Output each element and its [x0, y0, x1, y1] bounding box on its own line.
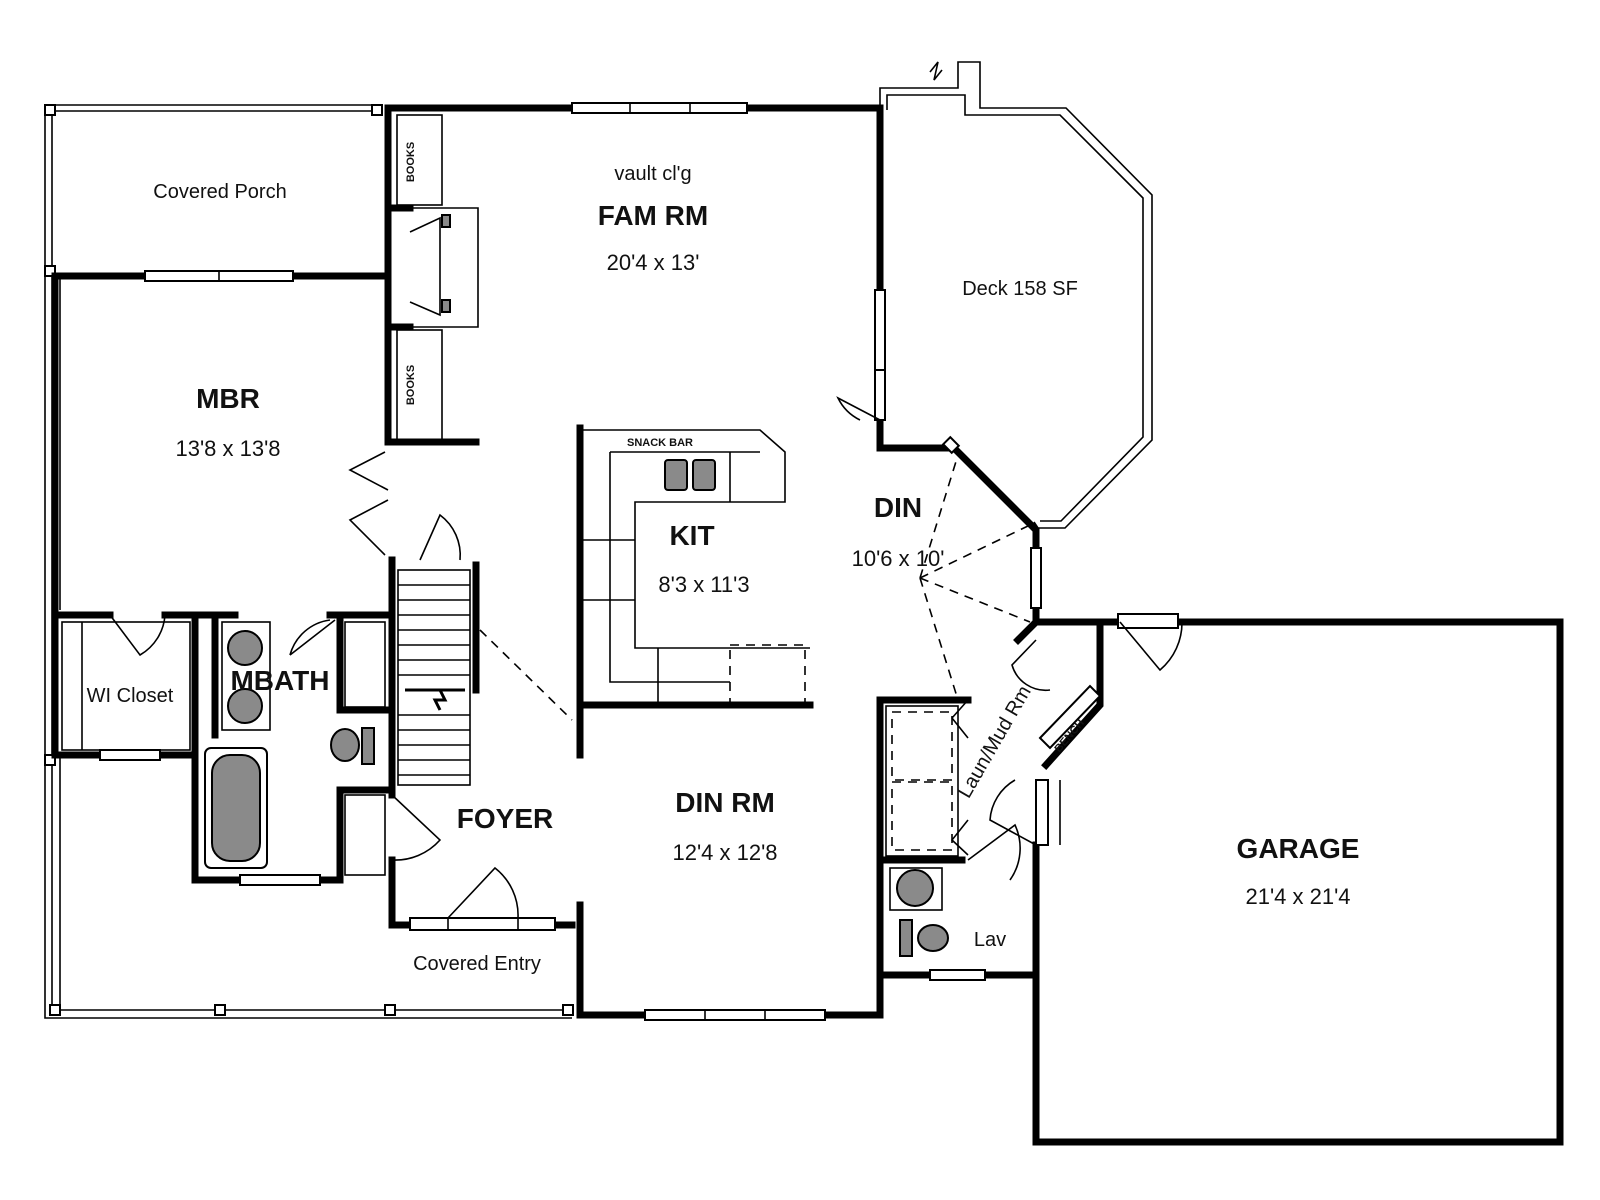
- kitchen-fixtures: [580, 429, 810, 706]
- bath-fixtures: [61, 621, 386, 876]
- covered-porch-label: Covered Porch: [153, 181, 286, 203]
- kit-label: KIT: [669, 520, 714, 551]
- kit-dim: 8'3 x 11'3: [658, 572, 749, 597]
- mbath-label: MBATH: [230, 665, 329, 696]
- fam-rm-note: vault cl'g: [614, 163, 691, 185]
- wi-closet-label: WI Closet: [87, 685, 174, 707]
- mbr-label: MBR: [196, 383, 260, 414]
- books-lower-label: BOOKS: [405, 365, 417, 405]
- covered-entry-label: Covered Entry: [413, 953, 541, 975]
- garage-dim: 21'4 x 21'4: [1245, 884, 1350, 909]
- books-upper-label: BOOKS: [405, 142, 417, 182]
- deck-label: Deck 158 SF: [962, 278, 1078, 300]
- din-rm-dim: 12'4 x 12'8: [672, 840, 777, 865]
- din-rm-label: DIN RM: [675, 787, 775, 818]
- ceiling-lines: [479, 454, 1031, 721]
- snack-bar-label: SNACK BAR: [627, 437, 693, 449]
- fam-rm-dim: 20'4 x 13': [607, 250, 700, 275]
- din-dim: 10'6 x 10': [852, 546, 945, 571]
- walls: [51, 104, 1564, 1146]
- laundry-fixtures: [885, 684, 1102, 957]
- stairs: [397, 569, 471, 786]
- porch-outline: [44, 104, 574, 1019]
- garage-label: GARAGE: [1237, 833, 1360, 864]
- mbr-dim: 13'8 x 13'8: [175, 436, 280, 461]
- fam-rm-label: FAM RM: [598, 200, 708, 231]
- room-labels: Covered Porch vault cl'g FAM RM 20'4 x 1…: [87, 142, 1360, 975]
- foyer-label: FOYER: [457, 803, 553, 834]
- din-label: DIN: [874, 492, 922, 523]
- fireplace: [396, 114, 479, 441]
- deck-outline: [879, 61, 1153, 529]
- lav-label: Lav: [974, 929, 1006, 951]
- openings: [99, 102, 1183, 1021]
